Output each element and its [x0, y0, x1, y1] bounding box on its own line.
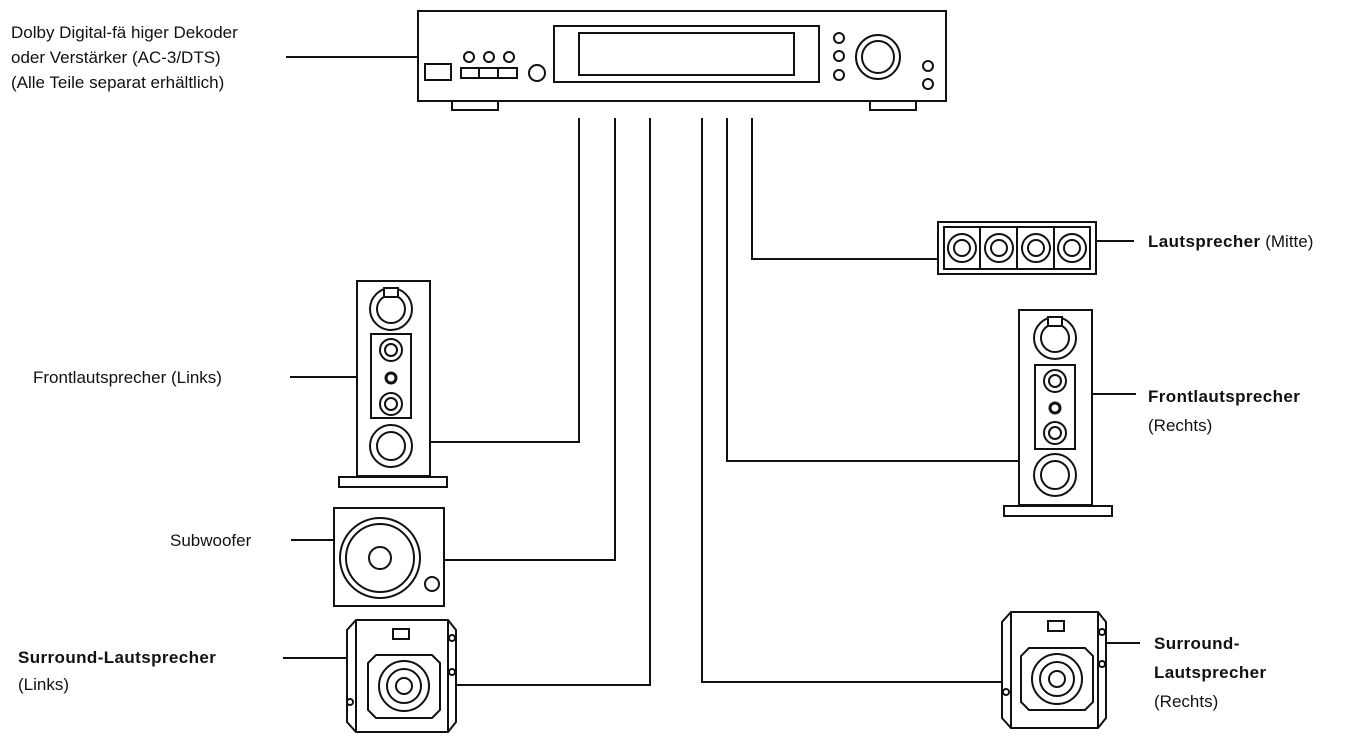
surround-right-speaker-label-line2: Lautsprecher [1154, 663, 1267, 682]
cable-surround-right [701, 118, 1002, 683]
surround-right-speaker-label-line1: Surround- [1154, 634, 1240, 653]
cable-center [751, 118, 938, 260]
receiver-label: Dolby Digital-fä higer Dekoder oder Vers… [11, 20, 238, 95]
receiver-label-line2: oder Verstärker (AC-3/DTS) [11, 48, 221, 67]
center-speaker-illustration [937, 221, 1097, 275]
front-right-speaker-illustration [1003, 309, 1113, 517]
front-right-speaker-label-line2: (Rechts) [1148, 416, 1213, 435]
front-left-speaker-label: Frontlautsprecher (Links) [33, 368, 222, 387]
center-speaker-label-normal: (Mitte) [1260, 232, 1314, 251]
surround-left-speaker-label-bold: Surround-Lautsprecher [18, 648, 217, 667]
receiver-label-line1: Dolby Digital-fä higer Dekoder [11, 23, 238, 42]
surround-right-speaker-illustration [1001, 611, 1107, 729]
surround-right-speaker-label: Surround- Lautsprecher (Rechts) [1154, 629, 1267, 716]
cable-surround-left [456, 118, 651, 686]
center-speaker-label: Lautsprecher (Mitte) [1148, 229, 1313, 254]
surround-left-speaker-illustration [346, 619, 457, 733]
surround-left-speaker-label-line2: (Links) [18, 675, 70, 694]
front-right-speaker-label: Frontlautsprecher (Rechts) [1148, 384, 1300, 438]
cable-subwoofer [444, 118, 616, 561]
subwoofer-label: Subwoofer [170, 531, 252, 550]
center-speaker-label-bold: Lautsprecher [1148, 232, 1261, 251]
receiver-label-line3: (Alle Teile separat erhältlich) [11, 73, 225, 92]
receiver-illustration [417, 10, 947, 111]
cable-front-left [430, 118, 580, 443]
subwoofer-illustration [333, 507, 445, 607]
surround-right-speaker-label-line3: (Rechts) [1154, 692, 1219, 711]
surround-left-speaker-label: Surround-Lautsprecher (Links) [18, 645, 216, 697]
front-left-speaker-illustration [338, 280, 448, 488]
cable-front-right [726, 118, 1019, 462]
cables [430, 118, 1019, 686]
front-right-speaker-label-bold: Frontlautsprecher [1148, 387, 1301, 406]
